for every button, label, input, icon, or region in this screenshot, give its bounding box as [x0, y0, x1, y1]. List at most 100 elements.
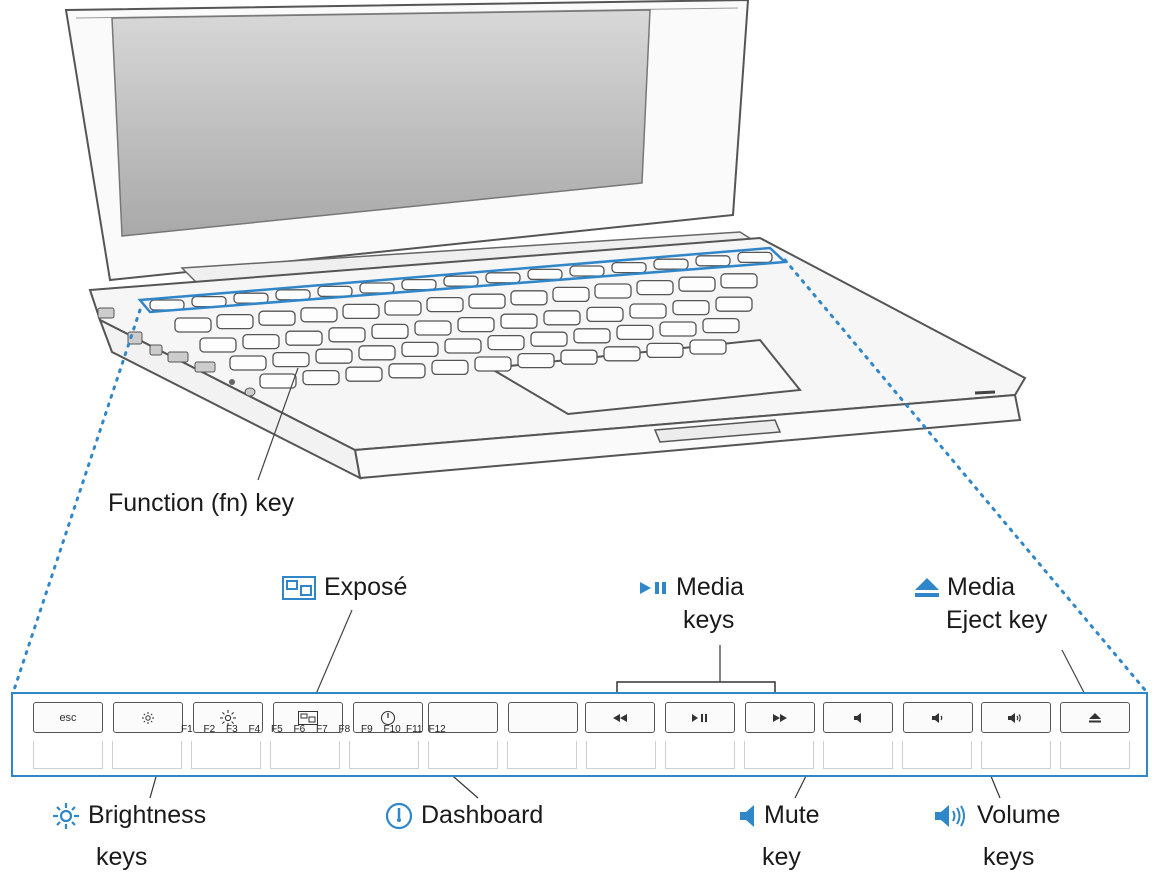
volume-down-key	[903, 702, 973, 733]
dashboard-gauge-icon	[385, 803, 413, 830]
dashboard-gauge-icon	[380, 710, 396, 725]
keyboard-key	[720, 273, 758, 289]
fkey-label-f6: F6	[293, 724, 306, 735]
lower-row-key	[428, 741, 498, 769]
keyboard-key	[552, 286, 590, 303]
keyboard-key	[242, 333, 280, 350]
keyboard-key	[594, 283, 632, 299]
eject-key	[1060, 702, 1130, 733]
fn-key	[259, 373, 297, 389]
keyboard-key	[672, 299, 710, 316]
sun-icon	[53, 803, 79, 830]
keyboard-key	[485, 272, 521, 284]
keyboard-key	[444, 338, 482, 354]
keyboard-key	[199, 337, 237, 353]
fkey-label-f1: F1	[181, 724, 193, 735]
fkey-label-f2: F2	[203, 724, 216, 735]
dashboard-label: Dashboard	[385, 800, 543, 830]
fkey-label-f11: F11	[406, 724, 423, 735]
mute-key-label: Mute	[740, 800, 820, 830]
speaker-mute-icon	[740, 805, 754, 828]
fast-forward-key	[745, 702, 815, 733]
volume-up-key	[981, 702, 1051, 733]
fkey-label-f4: F4	[248, 724, 261, 735]
fkey-label-f3: F3	[226, 724, 238, 735]
keyboard-key	[468, 293, 506, 309]
keyboard-key	[510, 290, 548, 306]
keyboard-key	[689, 339, 727, 355]
lower-row-key	[1060, 741, 1130, 769]
eject-icon	[1089, 712, 1101, 722]
fkey-label-f7: F7	[316, 724, 328, 735]
lower-row-key	[507, 741, 577, 769]
f6-key	[508, 702, 578, 733]
lower-row-key	[902, 741, 972, 769]
fkey-label-f9: F9	[361, 724, 373, 735]
keyboard-key	[285, 330, 323, 346]
keyboard-key	[616, 324, 654, 341]
keyboard-key	[702, 317, 740, 334]
brightness-up-key	[193, 702, 263, 733]
keyboard-key	[474, 356, 512, 372]
brightness-down-key	[113, 702, 183, 733]
media-keys-label: Media	[640, 572, 744, 602]
lower-row-key	[586, 741, 656, 769]
keyboard-key	[275, 289, 311, 301]
lower-row-key	[665, 741, 735, 769]
speaker-volume-icon	[935, 805, 965, 828]
keyboard-key	[678, 276, 716, 292]
keyboard-key	[384, 300, 422, 316]
keyboard-key	[315, 348, 353, 364]
lower-row-key	[981, 741, 1051, 769]
keyboard-key	[401, 278, 437, 291]
keyboard-key	[414, 320, 452, 336]
speaker-mute-icon	[854, 712, 861, 723]
function-key-strip: esc	[11, 692, 1148, 777]
volume-keys-label: Volume	[935, 800, 1060, 830]
speaker-volume-icon	[1008, 712, 1021, 723]
keyboard-key	[191, 295, 227, 308]
keyboard-key	[603, 346, 641, 362]
keyboard-key	[431, 359, 469, 376]
keyboard-key	[233, 292, 269, 304]
keyboard-key	[371, 323, 409, 340]
keyboard-key	[358, 345, 396, 361]
eject-icon	[915, 578, 939, 598]
keyboard-key	[258, 310, 296, 326]
keyboard-key	[487, 334, 525, 351]
media-eject-label-line2: Eject key	[946, 606, 1048, 634]
expose-key	[273, 702, 343, 733]
keyboard-key	[543, 310, 581, 326]
f5-key	[428, 702, 498, 733]
mute-key	[823, 702, 893, 733]
lower-row-key	[33, 741, 103, 769]
keyboard-key	[636, 279, 674, 296]
lower-row-key	[349, 741, 419, 769]
expose-icon	[298, 710, 318, 725]
keyboard-key	[573, 328, 611, 344]
keyboard-key	[388, 363, 426, 379]
lower-row-key	[744, 741, 814, 769]
keyboard-key	[342, 303, 380, 320]
media-eject-label: Media	[915, 572, 1015, 602]
keyboard-key	[715, 296, 753, 312]
keyboard-keys	[149, 251, 773, 389]
play-pause-key	[665, 702, 735, 733]
rewind-key	[585, 702, 655, 733]
laptop-display	[111, 9, 651, 237]
fast-forward-icon	[773, 713, 787, 722]
keyboard-key	[300, 307, 338, 323]
keyboard-key	[659, 321, 697, 337]
fkey-label-f8: F8	[338, 724, 351, 735]
function-key-label: Function (fn) key	[108, 489, 295, 517]
lower-row-key	[191, 741, 261, 769]
media-keys-label-line2: keys	[683, 606, 735, 634]
sun-icon	[220, 709, 236, 726]
keyboard-key	[317, 285, 353, 298]
keyboard-key	[646, 342, 684, 359]
keyboard-key	[174, 317, 212, 333]
fkey-label-f5: F5	[271, 724, 283, 735]
keyboard-key	[457, 316, 495, 333]
play-pause-icon	[640, 582, 666, 595]
sun-icon	[142, 711, 154, 724]
